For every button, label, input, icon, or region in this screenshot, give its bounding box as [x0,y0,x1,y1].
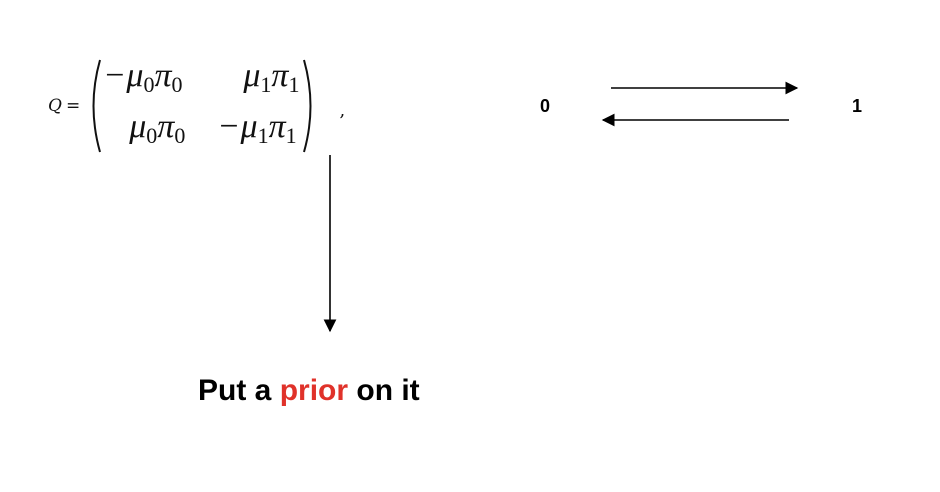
q-matrix-equation: Q = −μ0π0 μ1π1 μ0π0 −μ1π1 , [48,56,345,156]
caption-highlight-prior: prior [279,374,349,407]
matrix-body: −μ0π0 μ1π1 μ0π0 −μ1π1 [105,57,299,155]
q-symbol: Q [48,96,62,116]
matrix-entry-r0-c1: μ1π1 [243,57,300,97]
state-0-label: 0 [540,96,551,116]
equals-sign: = [65,96,81,116]
caption-text-start: Put a [198,374,280,407]
trailing-comma: , [339,99,346,121]
matrix-entry-r1-c1: −μ1π1 [219,108,297,148]
matrix-entry-r1-c0: μ0π0 [129,108,186,148]
matrix-entry-r0-c0: −μ0π0 [105,57,183,97]
right-parenthesis [303,59,312,153]
caption-text-end: on it [348,374,420,407]
prior-caption: Put a prior on it [198,374,420,408]
left-parenthesis [92,59,102,153]
state-1-label: 1 [852,96,863,116]
